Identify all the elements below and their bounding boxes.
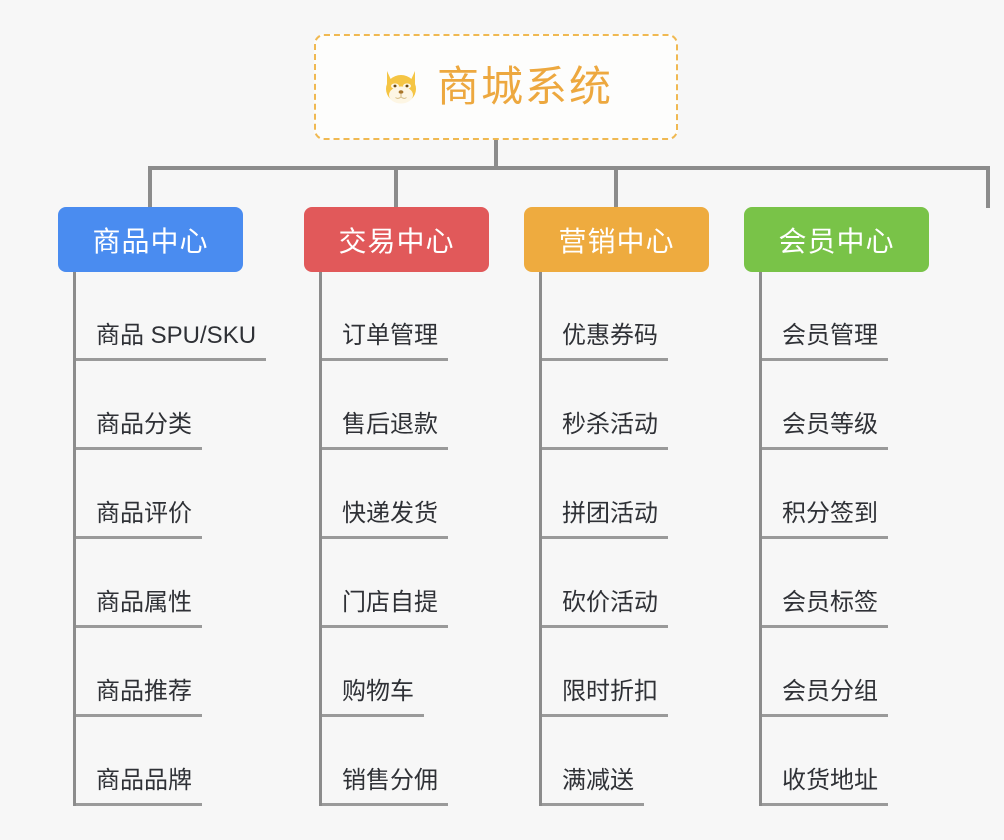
branch-body-2: 订单管理 售后退款 快递发货 门店自提 购物车 销售分佣	[319, 272, 489, 806]
leaf-item[interactable]: 门店自提	[322, 539, 489, 628]
leaf-item[interactable]: 满减送	[542, 717, 709, 806]
connector-drop-3	[614, 166, 618, 208]
branch-header-3[interactable]: 营销中心	[524, 207, 709, 272]
leaf-item[interactable]: 商品 SPU/SKU	[76, 272, 267, 361]
connector-root-stem	[494, 140, 498, 170]
leaf-label: 秒杀活动	[552, 413, 668, 450]
branch-column-1: 商品中心 商品 SPU/SKU 商品分类 商品评价 商品属性 商品推荐 商品品牌	[58, 207, 267, 806]
leaf-label: 会员分组	[772, 680, 888, 717]
leaf-item[interactable]: 商品评价	[76, 450, 243, 539]
connector-horizontal-bus	[150, 166, 990, 170]
leaf-item[interactable]: 限时折扣	[542, 628, 709, 717]
root-title: 商城系统	[436, 63, 613, 110]
root-node[interactable]: 商城系统	[314, 34, 678, 140]
branch-header-2[interactable]: 交易中心	[304, 207, 489, 272]
leaf-label: 会员标签	[772, 591, 888, 628]
branch-title-1: 商品中心	[92, 225, 209, 257]
leaf-item[interactable]: 商品分类	[76, 361, 243, 450]
leaf-label: 会员管理	[772, 324, 888, 361]
branch-body-1: 商品 SPU/SKU 商品分类 商品评价 商品属性 商品推荐 商品品牌	[73, 272, 267, 806]
leaf-label: 商品推荐	[86, 680, 202, 717]
branch-body-3: 优惠券码 秒杀活动 拼团活动 砍价活动 限时折扣 满减送	[539, 272, 709, 806]
leaf-label: 商品 SPU/SKU	[86, 324, 267, 361]
leaf-label: 销售分佣	[332, 769, 448, 806]
branch-title-2: 交易中心	[338, 225, 455, 257]
leaf-label: 满减送	[552, 769, 644, 806]
leaf-label: 限时折扣	[552, 680, 668, 717]
leaf-item[interactable]: 会员标签	[762, 539, 929, 628]
leaf-label: 会员等级	[772, 413, 888, 450]
leaf-label: 优惠券码	[552, 324, 668, 361]
leaf-item[interactable]: 会员管理	[762, 272, 929, 361]
leaf-item[interactable]: 秒杀活动	[542, 361, 709, 450]
leaf-item[interactable]: 拼团活动	[542, 450, 709, 539]
leaf-label: 积分签到	[772, 502, 888, 539]
leaf-item[interactable]: 售后退款	[322, 361, 489, 450]
leaf-item[interactable]: 订单管理	[322, 272, 489, 361]
branch-body-4: 会员管理 会员等级 积分签到 会员标签 会员分组 收货地址	[759, 272, 929, 806]
leaf-label: 商品品牌	[86, 769, 202, 806]
leaf-item[interactable]: 商品推荐	[76, 628, 243, 717]
leaf-label: 砍价活动	[552, 591, 668, 628]
leaf-label: 售后退款	[332, 413, 448, 450]
connector-drop-4	[986, 166, 990, 208]
leaf-item[interactable]: 收货地址	[762, 717, 929, 806]
branch-header-1[interactable]: 商品中心	[58, 207, 243, 272]
branch-title-3: 营销中心	[558, 225, 675, 257]
leaf-item[interactable]: 会员等级	[762, 361, 929, 450]
leaf-item[interactable]: 购物车	[322, 628, 489, 717]
branch-header-4[interactable]: 会员中心	[744, 207, 929, 272]
leaf-item[interactable]: 商品属性	[76, 539, 243, 628]
shiba-dog-icon	[379, 65, 423, 109]
leaf-label: 快递发货	[332, 502, 448, 539]
branch-column-2: 交易中心 订单管理 售后退款 快递发货 门店自提 购物车 销售分佣	[304, 207, 489, 806]
leaf-item[interactable]: 商品品牌	[76, 717, 243, 806]
leaf-label: 订单管理	[332, 324, 448, 361]
branch-column-4: 会员中心 会员管理 会员等级 积分签到 会员标签 会员分组 收货地址	[744, 207, 929, 806]
leaf-label: 门店自提	[332, 591, 448, 628]
connector-drop-1	[148, 166, 152, 208]
leaf-item[interactable]: 砍价活动	[542, 539, 709, 628]
leaf-item[interactable]: 会员分组	[762, 628, 929, 717]
leaf-item[interactable]: 优惠券码	[542, 272, 709, 361]
leaf-label: 商品属性	[86, 591, 202, 628]
leaf-item[interactable]: 销售分佣	[322, 717, 489, 806]
connector-drop-2	[394, 166, 398, 208]
leaf-label: 商品分类	[86, 413, 202, 450]
leaf-label: 收货地址	[772, 769, 888, 806]
leaf-label: 拼团活动	[552, 502, 668, 539]
branch-title-4: 会员中心	[778, 225, 895, 257]
leaf-item[interactable]: 快递发货	[322, 450, 489, 539]
leaf-item[interactable]: 积分签到	[762, 450, 929, 539]
leaf-label: 购物车	[332, 680, 424, 717]
leaf-label: 商品评价	[86, 502, 202, 539]
branch-column-3: 营销中心 优惠券码 秒杀活动 拼团活动 砍价活动 限时折扣 满减送	[524, 207, 709, 806]
